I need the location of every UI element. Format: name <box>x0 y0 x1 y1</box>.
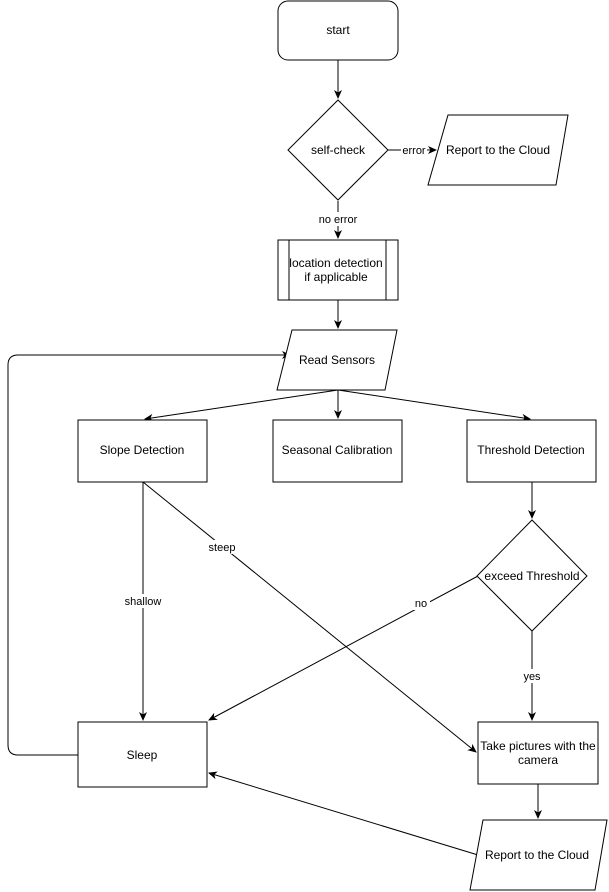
take-pictures-label-line1: Take pictures with the <box>480 739 596 753</box>
slope-detection-node[interactable]: Slope Detection <box>77 419 208 483</box>
location-detection-node[interactable]: location detection if applicable <box>277 239 399 301</box>
report-cloud-bottom-label: Report to the Cloud <box>485 848 589 862</box>
edge-labels: error no error steep shallow no yes <box>122 143 543 683</box>
edge-exceed-to-sleep <box>208 575 479 721</box>
nodes: start self-check Report to the Cloud loc… <box>77 0 608 891</box>
threshold-detection-label: Threshold Detection <box>477 443 584 457</box>
edge-label-no-error-group: no error <box>316 212 360 226</box>
edges <box>7 60 542 856</box>
report-cloud-top-label: Report to the Cloud <box>446 143 550 157</box>
edge-label-error-group: error <box>401 143 427 157</box>
edge-slope-to-pictures <box>142 481 477 753</box>
edge-label-no-error: no error <box>319 214 358 226</box>
read-sensors-label: Read Sensors <box>299 353 375 367</box>
self-check-label: self-check <box>311 143 366 157</box>
read-sensors-node[interactable]: Read Sensors <box>276 329 398 391</box>
edge-label-steep-group: steep <box>207 540 237 554</box>
location-detection-label-line1: location detection <box>289 256 382 270</box>
seasonal-calibration-node[interactable]: Seasonal Calibration <box>272 419 403 483</box>
location-detection-label-line2: if applicable <box>304 270 368 284</box>
slope-detection-label: Slope Detection <box>100 443 185 457</box>
threshold-detection-node[interactable]: Threshold Detection <box>466 419 597 483</box>
sleep-node[interactable]: Sleep <box>77 721 208 788</box>
edge-label-no: no <box>415 598 427 610</box>
edge-sleep-loop-to-readsensors <box>7 351 291 756</box>
edge-label-error: error <box>402 145 426 157</box>
seasonal-calibration-label: Seasonal Calibration <box>282 443 393 457</box>
report-cloud-bottom-node[interactable]: Report to the Cloud <box>469 819 608 891</box>
start-label: start <box>326 23 350 37</box>
edge-label-steep: steep <box>209 542 236 554</box>
edge-readsensors-to-slope <box>144 389 339 422</box>
edge-label-no-group: no <box>412 596 430 610</box>
exceed-threshold-decision[interactable]: exceed Threshold <box>476 519 588 632</box>
start-node[interactable]: start <box>277 0 399 61</box>
take-pictures-node[interactable]: Take pictures with the camera <box>477 721 599 785</box>
take-pictures-label-line2: camera <box>518 753 558 767</box>
edge-label-shallow: shallow <box>125 596 162 608</box>
edge-readsensors-to-threshold <box>337 389 531 422</box>
exceed-threshold-label: exceed Threshold <box>484 569 579 583</box>
sleep-label: Sleep <box>127 748 158 762</box>
self-check-decision[interactable]: self-check <box>287 99 389 201</box>
edge-label-shallow-group: shallow <box>122 594 164 608</box>
edge-label-yes-group: yes <box>521 669 543 683</box>
report-cloud-top-node[interactable]: Report to the Cloud <box>427 114 569 186</box>
edge-label-yes: yes <box>523 671 541 683</box>
edge-report-to-sleep <box>208 771 479 856</box>
